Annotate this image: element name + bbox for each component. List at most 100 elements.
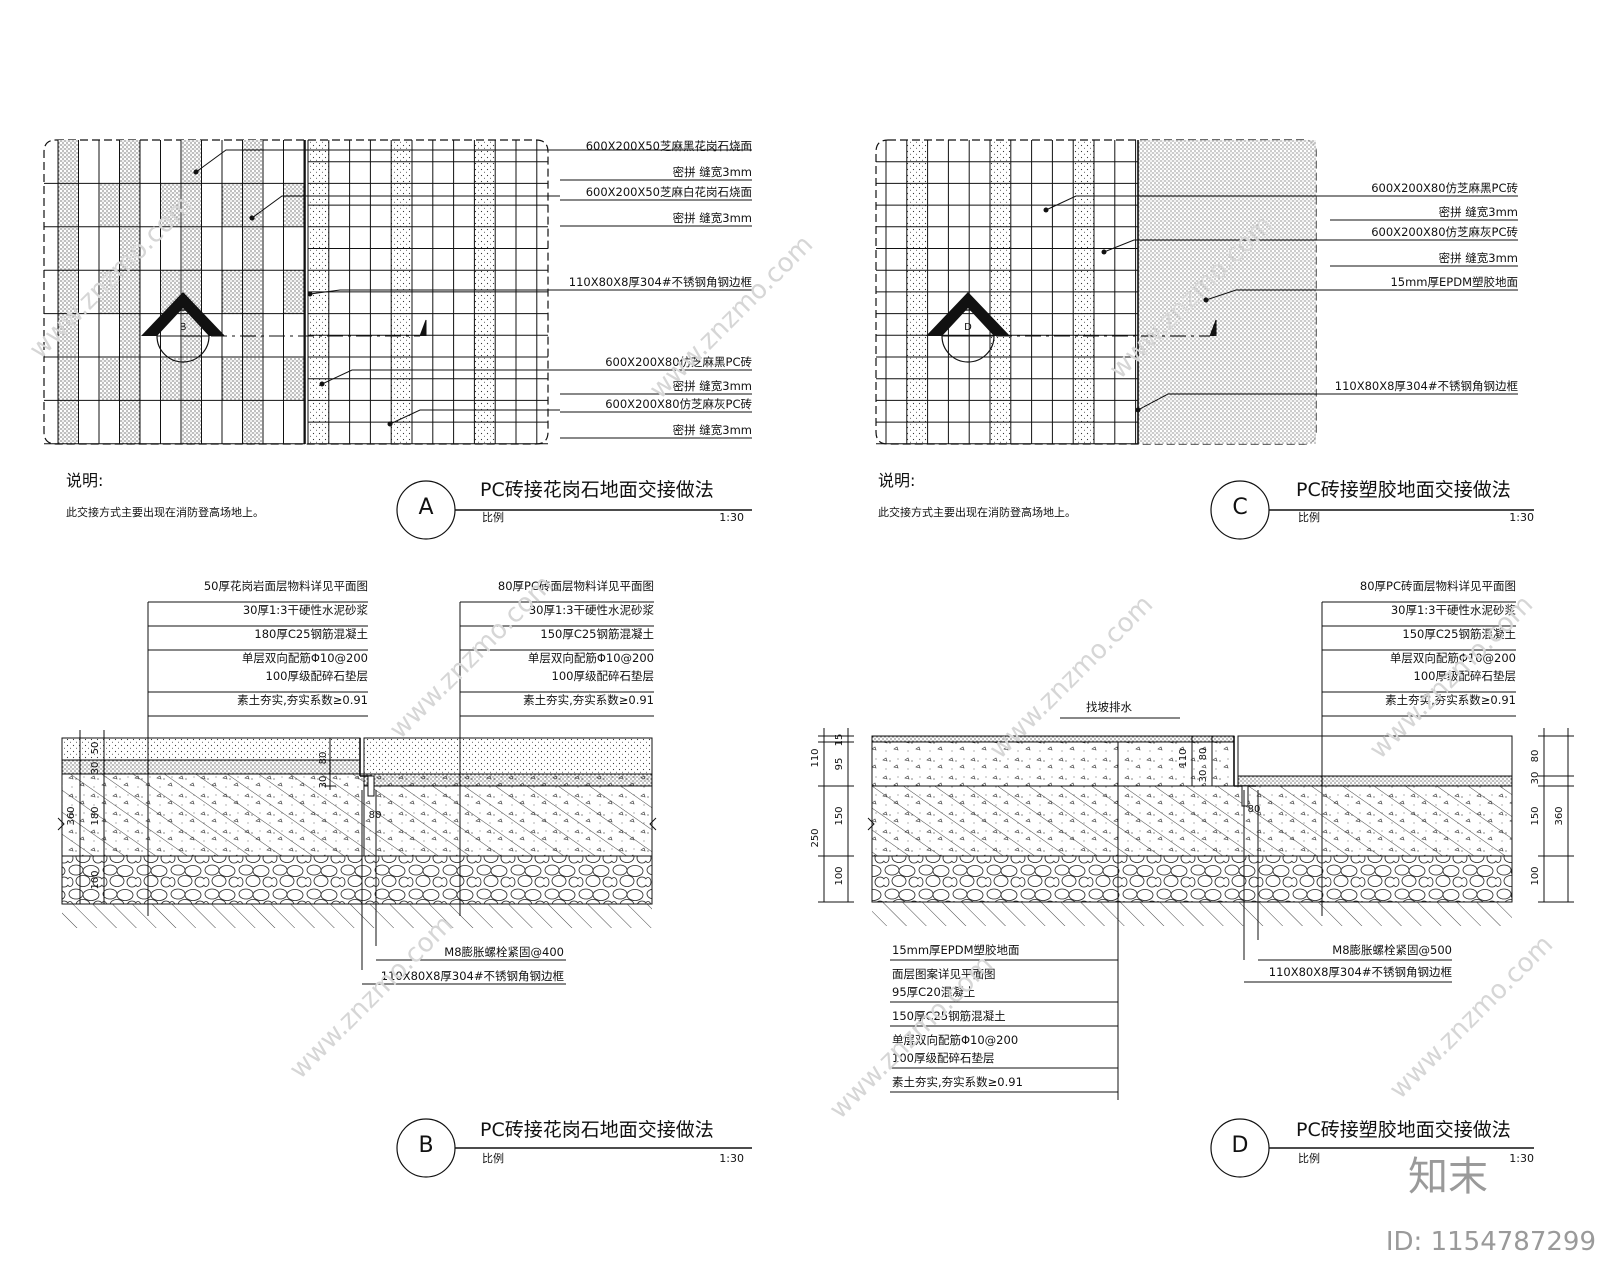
- mortar-layer: [61, 759, 361, 775]
- detail-bubble-b: B: [418, 1133, 433, 1158]
- label: 80厚PC砖面层物料详见平面图: [1360, 579, 1516, 593]
- label: 15mm厚EPDM塑胶地面: [892, 943, 1020, 957]
- leader: [1045, 195, 1330, 211]
- detail-title-a: PC砖接花岗石地面交接做法: [480, 479, 714, 501]
- granite-tile: [242, 400, 263, 444]
- label: 密拼 缝宽3mm: [1439, 205, 1518, 219]
- note-text: 此交接方式主要出现在消防登高场地上。: [878, 505, 1076, 519]
- label: 素土夯实,夯实系数≥0.91: [237, 693, 368, 707]
- mortar-layer: [1237, 775, 1513, 787]
- soil-layer: [872, 902, 1512, 926]
- concrete-texture: [62, 774, 652, 856]
- granite-tile: [119, 226, 140, 271]
- label: 单层双向配筋Φ10@200: [892, 1033, 1018, 1047]
- dimension: 80: [1248, 804, 1261, 815]
- label: 15mm厚EPDM塑胶地面: [1390, 275, 1518, 289]
- panel-b: [57, 601, 752, 1178]
- dimension: 150: [1530, 806, 1541, 825]
- dimension: 80: [318, 752, 329, 765]
- label: 素土夯实,夯实系数≥0.91: [1385, 693, 1516, 707]
- panel-c: [875, 139, 1534, 540]
- label: 600X200X80仿芝麻黑PC砖: [605, 355, 752, 369]
- dimension: 30: [318, 776, 329, 789]
- label: 150厚C25钢筋混凝土: [1402, 627, 1516, 641]
- granite-tile: [283, 357, 304, 401]
- detail-title-c: PC砖接塑胶地面交接做法: [1296, 479, 1511, 501]
- label: 100厚级配碎石垫层: [552, 669, 654, 683]
- leader: [309, 289, 560, 295]
- granite-tile: [242, 140, 263, 184]
- leader: [1205, 289, 1330, 301]
- label: 单层双向配筋Φ10@200: [1390, 651, 1516, 665]
- label: 密拼 缝宽3mm: [673, 379, 752, 393]
- panel-b-labels: 50厚花岗岩面层物料详见平面图 30厚1:3干硬性水泥砂浆 180厚C25钢筋混…: [66, 579, 744, 1165]
- panel-c-labels: 600X200X80仿芝麻黑PC砖 密拼 缝宽3mm 600X200X80仿芝麻…: [878, 181, 1534, 524]
- dimension: 110: [810, 748, 821, 767]
- dimension: 250: [810, 828, 821, 847]
- gravel-layer: [871, 855, 1513, 903]
- label: 100厚级配碎石垫层: [892, 1051, 994, 1065]
- granite-tile: [119, 270, 140, 314]
- leader: [389, 409, 560, 425]
- label: 600X200X50芝麻黑花岗石烧面: [586, 139, 752, 153]
- dimension: 30: [90, 762, 101, 775]
- detail-title-d: PC砖接塑胶地面交接做法: [1296, 1119, 1511, 1141]
- granite-tile: [58, 183, 79, 227]
- granite-tile: [119, 400, 140, 444]
- pc-layer: [1237, 735, 1513, 777]
- panel-d-labels: 找坡排水 80厚PC砖面层物料详见平面图 30厚1:3干硬性水泥砂浆 150厚C…: [810, 579, 1565, 1165]
- watermark-text: www.znzmo.com: [284, 910, 459, 1085]
- granite-tile: [58, 140, 79, 184]
- dimension: 30: [1530, 772, 1541, 785]
- dimension: 95: [834, 758, 845, 771]
- dimension: 150: [834, 806, 845, 825]
- panel-d: [818, 601, 1574, 1178]
- label: 密拼 缝宽3mm: [673, 165, 752, 179]
- granite-tile: [283, 183, 304, 227]
- granite-tile: [160, 183, 181, 227]
- break-mark: [419, 319, 427, 337]
- label: 180厚C25钢筋混凝土: [254, 627, 368, 641]
- break-mark: [1209, 319, 1217, 337]
- dimension: 110: [1178, 748, 1189, 767]
- label: 单层双向配筋Φ10@200: [528, 651, 654, 665]
- anchor-bolt: [1241, 785, 1249, 807]
- scale-value: 1:30: [1509, 1152, 1534, 1165]
- leader: [195, 149, 560, 173]
- panel-a: [43, 139, 752, 540]
- granite-tile: [242, 183, 263, 227]
- label: 95厚C20混凝土: [892, 985, 975, 999]
- anchor-bolt: [367, 775, 375, 797]
- label: 150厚C25钢筋混凝土: [892, 1009, 1006, 1023]
- granite-tile: [181, 400, 202, 444]
- granite-tile: [242, 270, 263, 314]
- break-mark: [57, 817, 65, 831]
- label: 150厚C25钢筋混凝土: [540, 627, 654, 641]
- epdm-area: [1138, 140, 1316, 444]
- granite-tile: [242, 357, 263, 401]
- c20-layer: [871, 741, 1235, 787]
- granite-tile: [119, 357, 140, 401]
- dimension: 360: [66, 806, 77, 825]
- section-arrow: [926, 292, 1010, 336]
- label: M8膨胀螺栓紧固@400: [444, 945, 564, 959]
- granite-tile: [119, 183, 140, 227]
- granite-tile: [58, 226, 79, 271]
- granite-tile: [181, 183, 202, 227]
- granite-tile: [99, 270, 120, 314]
- granite-tile: [160, 357, 181, 401]
- label: 30厚1:3干硬性水泥砂浆: [1391, 603, 1517, 617]
- label: 110X80X8厚304#不锈钢角钢边框: [1269, 965, 1453, 979]
- granite-tile: [119, 140, 140, 184]
- detail-bubble-a: A: [418, 495, 433, 520]
- leader: [321, 369, 560, 385]
- note-text: 此交接方式主要出现在消防登高场地上。: [66, 505, 264, 519]
- granite-layer: [61, 737, 361, 761]
- concrete-texture: [872, 786, 1512, 856]
- detail-bubble-d: D: [1232, 1133, 1249, 1158]
- label: 密拼 缝宽3mm: [673, 423, 752, 437]
- dimension: 30: [1198, 770, 1209, 783]
- granite-tile: [181, 357, 202, 401]
- break-mark: [649, 817, 657, 831]
